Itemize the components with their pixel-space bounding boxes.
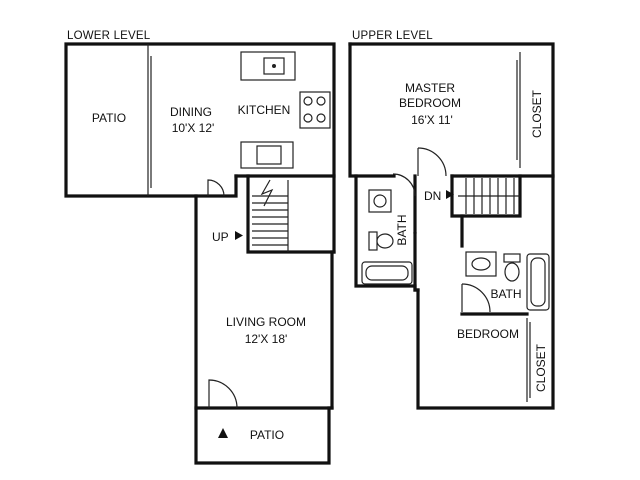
lower-stairs	[252, 179, 289, 252]
upper-level-outline	[348, 42, 555, 410]
dining-label: DINING	[170, 105, 212, 119]
left-bath-fixtures	[361, 189, 413, 285]
upper-level-plan: UPPER LEVEL	[348, 30, 555, 410]
living-room-label: LIVING ROOM	[226, 315, 306, 329]
master-bedroom-size: 16'X 11'	[411, 113, 453, 127]
dn-stairs-label: DN	[424, 189, 441, 203]
upper-stairs	[458, 178, 520, 214]
stove-icon	[299, 91, 331, 129]
patio-arrow-icon	[218, 428, 228, 438]
stair-enclosure	[246, 174, 336, 254]
master-door	[417, 147, 447, 177]
left-bath-toilet-tank	[368, 231, 378, 251]
bath-right-label: BATH	[490, 287, 521, 301]
up-stairs-label: UP	[212, 230, 229, 244]
dn-arrow-icon	[446, 190, 454, 199]
lower-level-heading: LOWER LEVEL	[67, 30, 151, 42]
closet-top-label: CLOSET	[530, 89, 544, 138]
patio-door	[208, 379, 238, 409]
kitchen-label: KITCHEN	[238, 103, 291, 117]
left-bath-door	[392, 173, 416, 197]
bath-left-label: BATH	[395, 214, 409, 245]
living-room-size: 12'X 18'	[245, 332, 288, 346]
right-bath-toilet-icon	[504, 262, 520, 282]
master-bedroom-label-1: MASTER	[405, 81, 455, 95]
up-arrow-icon	[235, 231, 243, 240]
dining-size: 10'X 12'	[172, 121, 215, 135]
lower-level-plan: LOWER LEVEL UP	[64, 30, 336, 465]
patio-top-label: PATIO	[92, 111, 126, 125]
closet-bottom-label: CLOSET	[534, 343, 548, 392]
right-bath-fixtures	[465, 251, 550, 311]
patio-bottom-label: PATIO	[250, 428, 284, 442]
left-bath-toilet-icon	[376, 233, 394, 249]
right-bath-door	[461, 283, 491, 313]
bedroom-label: BEDROOM	[457, 327, 519, 341]
upper-left-outline	[348, 42, 420, 292]
entry-door	[207, 179, 225, 197]
right-bath-toilet-tank	[503, 253, 521, 263]
kitchen-fixtures	[240, 51, 331, 169]
upper-level-heading: UPPER LEVEL	[352, 30, 433, 42]
master-bedroom-label-2: BEDROOM	[399, 96, 461, 110]
